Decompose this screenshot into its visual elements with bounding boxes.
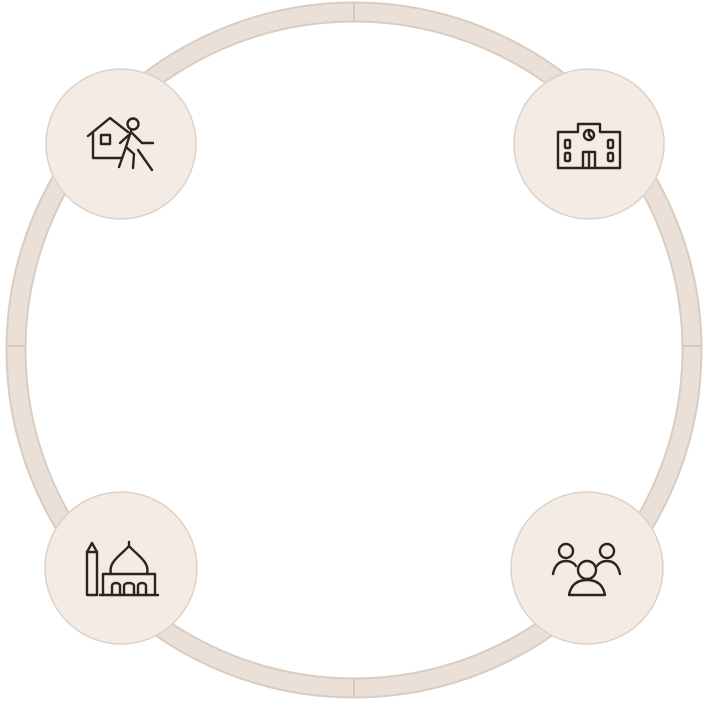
community-people-icon	[551, 542, 622, 597]
node-top-left-circle	[45, 68, 197, 220]
node-bottom-right	[510, 491, 664, 645]
mosque-icon	[85, 540, 160, 597]
node-bottom-left-circle	[44, 491, 198, 645]
node-top-left	[45, 68, 197, 220]
cycle-ring	[5, 1, 703, 699]
node-top-right	[513, 68, 665, 220]
person-leaving-home-icon	[86, 116, 155, 172]
school-building-icon	[556, 122, 622, 170]
node-bottom-right-circle	[510, 491, 664, 645]
node-top-right-circle	[513, 68, 665, 220]
node-bottom-left	[44, 491, 198, 645]
